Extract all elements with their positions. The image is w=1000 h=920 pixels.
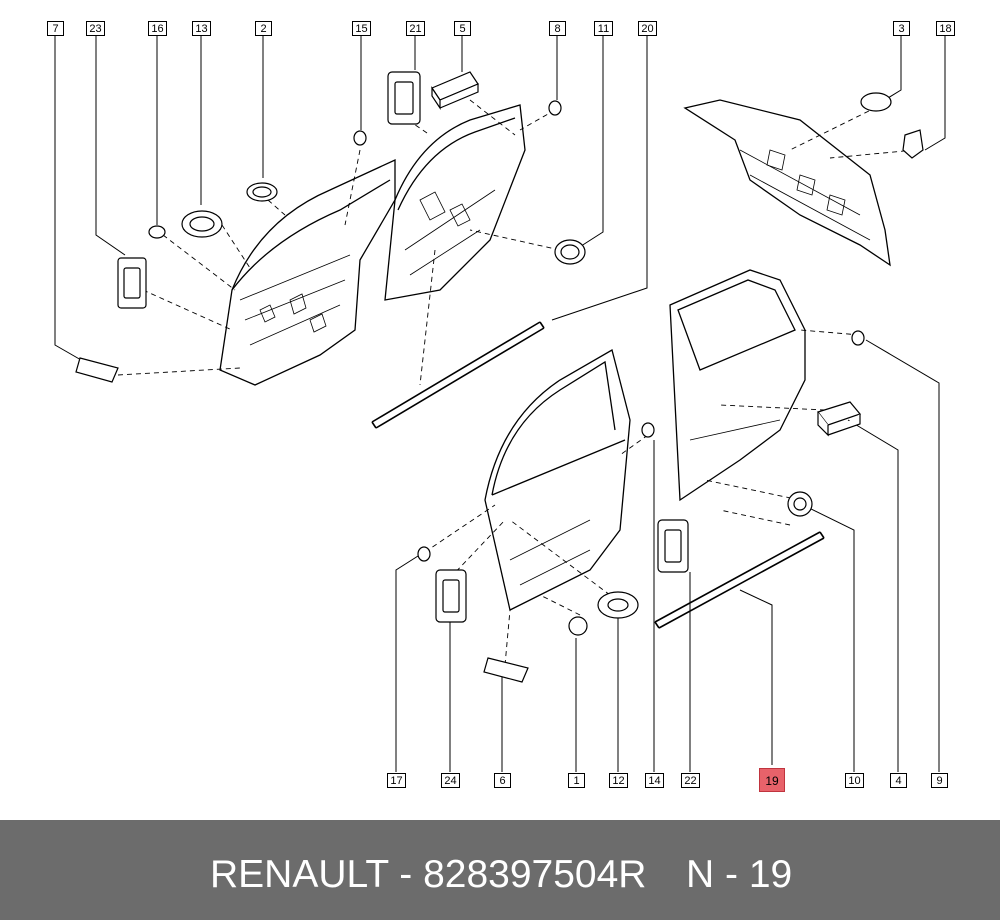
bracket-6 [483, 657, 529, 683]
callout-13: 13 [192, 21, 211, 36]
callout-18: 18 [936, 21, 955, 36]
callout-4: 4 [890, 773, 907, 788]
callout-1: 1 [568, 773, 585, 788]
footer-reference: N - 19 [686, 853, 793, 896]
callout-16: 16 [148, 21, 167, 36]
leader-11 [577, 36, 604, 249]
grommet-2 [246, 182, 278, 202]
grommet-1 [568, 616, 588, 636]
grommet-3 [860, 92, 892, 112]
parts-diagram [54, 36, 946, 772]
callout-21: 21 [406, 21, 425, 36]
plug-15 [353, 130, 367, 146]
handle-bracket-24 [435, 569, 467, 623]
leader-7 [54, 36, 96, 369]
leader-20 [551, 36, 648, 321]
callout-5: 5 [454, 21, 471, 36]
footer-part-number: RENAULT - 828397504R [210, 853, 647, 896]
callout-20: 20 [638, 21, 657, 36]
callout-10: 10 [845, 773, 864, 788]
bracket-7 [75, 357, 119, 383]
footer-banner: RENAULT - 828397504R N - 19 [0, 820, 1000, 920]
front-door-frame-upper [219, 158, 396, 386]
callout-15: 15 [352, 21, 371, 36]
grommet-11 [554, 239, 586, 265]
callout-9: 9 [931, 773, 948, 788]
callout-3: 3 [893, 21, 910, 36]
plug-16 [148, 225, 166, 239]
leader-3 [887, 36, 902, 99]
leader-17 [395, 555, 419, 772]
callout-23: 23 [86, 21, 105, 36]
callout-14: 14 [645, 773, 664, 788]
leader-19 [739, 589, 773, 765]
callout-8: 8 [549, 21, 566, 36]
callout-19-highlighted: 19 [759, 768, 785, 792]
cover-12 [597, 591, 639, 619]
moulding-20 [371, 321, 545, 429]
callout-12: 12 [609, 773, 628, 788]
handle-bracket-21 [387, 71, 421, 125]
clip-18 [902, 129, 924, 159]
moulding-19 [654, 531, 825, 629]
rear-door-frame-upper [384, 104, 526, 301]
leader-10 [804, 505, 855, 772]
callout-22: 22 [681, 773, 700, 788]
front-door-outer [484, 349, 631, 611]
body-side-panel [683, 99, 891, 267]
callout-2: 2 [255, 21, 272, 36]
leader-9 [865, 339, 940, 772]
plug-8 [548, 100, 562, 116]
leader-4 [847, 419, 899, 772]
handle-bracket-23 [117, 257, 147, 309]
grommet-10 [787, 491, 813, 517]
callout-6: 6 [494, 773, 511, 788]
leader-18 [924, 36, 946, 151]
callout-7: 7 [47, 21, 64, 36]
plug-17 [417, 546, 431, 562]
plug-9 [851, 330, 865, 346]
rear-door-outer [669, 269, 806, 502]
callout-24: 24 [441, 773, 460, 788]
plug-14 [641, 422, 655, 438]
cover-13 [181, 210, 223, 238]
handle-bracket-22 [657, 519, 689, 573]
callout-17: 17 [387, 773, 406, 788]
leader-23 [95, 36, 126, 256]
callout-11: 11 [594, 21, 613, 36]
